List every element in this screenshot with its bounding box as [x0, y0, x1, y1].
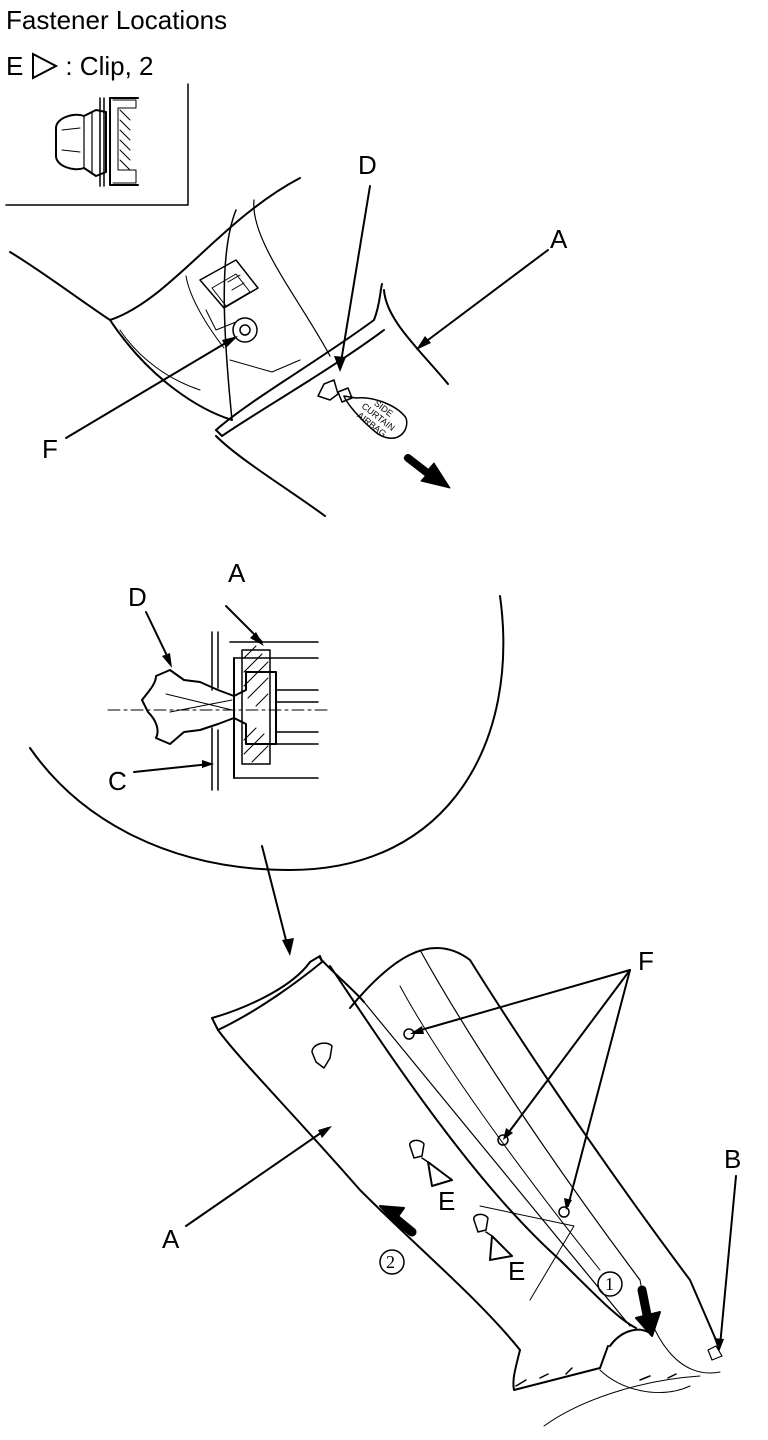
- callout-e-1: E: [438, 1186, 455, 1216]
- callout-b: B: [724, 1144, 741, 1174]
- step-2-badge: [379, 1249, 405, 1275]
- step-2-number: 2: [386, 1252, 395, 1272]
- lower-pillar-trim: [211, 947, 723, 1427]
- fastener-legend: E : Clip, 2: [6, 50, 154, 82]
- leader-d-upper: [339, 185, 371, 369]
- step-1-arrow: [635, 1285, 661, 1337]
- callout-a-lower: A: [162, 1224, 180, 1254]
- legend-letter: E: [6, 51, 24, 81]
- callout-d-upper: D: [358, 150, 377, 180]
- clip-detail-inset: [5, 83, 189, 206]
- detail-circle: [29, 595, 505, 871]
- airbag-module-label: SIDE CURTAIN AIRBAG: [355, 398, 397, 439]
- callout-f-lower: F: [638, 946, 654, 976]
- step-1-number: 1: [605, 1274, 614, 1294]
- page-title: Fastener Locations: [6, 5, 228, 35]
- leader-a-lower: [185, 1127, 329, 1227]
- callout-f-upper: F: [42, 434, 58, 464]
- triangle-outline-icon: [32, 52, 59, 80]
- legend-text: : Clip, 2: [65, 51, 154, 81]
- detail-pointer-arrow-head: [282, 938, 294, 956]
- leader-f-1: [413, 969, 631, 1033]
- callout-e-2: E: [508, 1256, 525, 1286]
- step-1-badge: [597, 1271, 623, 1297]
- leader-d-upper-head: [334, 356, 346, 372]
- leader-f-2: [505, 969, 631, 1137]
- callout-c-detail: C: [108, 766, 127, 796]
- leader-f-upper-head: [222, 336, 238, 348]
- detail-pointer-arrow: [261, 845, 289, 949]
- callout-a-upper: A: [550, 224, 568, 254]
- leader-b: [719, 1175, 737, 1347]
- step-2-arrow: [379, 1205, 417, 1237]
- leader-a-upper-head: [416, 336, 431, 350]
- leader-f-upper: [65, 337, 235, 439]
- upper-pillar-view: [9, 177, 449, 517]
- leader-a-upper: [419, 249, 549, 347]
- push-arrow-shaft: [404, 454, 434, 479]
- callout-d-detail: D: [128, 582, 147, 612]
- leader-f-3: [567, 969, 631, 1207]
- callout-a-detail: A: [228, 558, 246, 588]
